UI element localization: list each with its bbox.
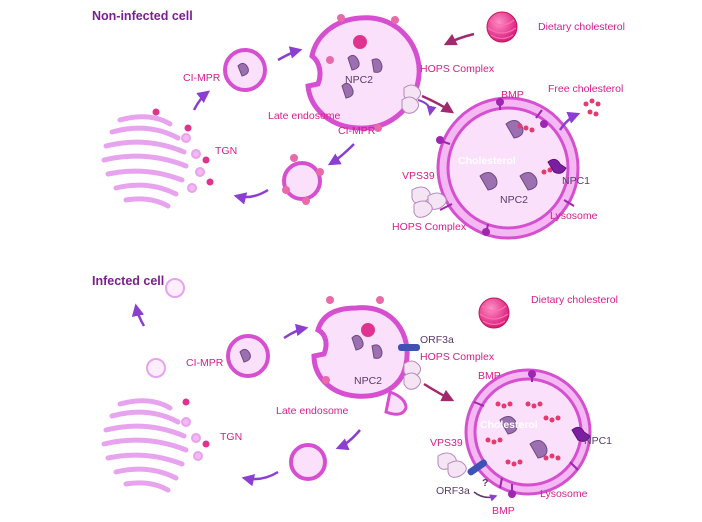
dietary-cholesterol-label-top: Dietary cholesterol	[538, 21, 625, 33]
question-mark-bottom: ?	[482, 477, 488, 489]
bmp-label-bottom-top: BMP	[478, 370, 501, 382]
top-panel-title: Non-infected cell	[92, 9, 193, 23]
tgn-label-top: TGN	[215, 145, 237, 157]
arrow-endosome-to-lysosome-top	[421, 94, 455, 114]
arrow-escape-bottom	[131, 303, 146, 327]
hops-complex-label-bottom: HOPS Complex	[420, 351, 495, 363]
late-endosome-label-bottom: Late endosome	[276, 405, 349, 417]
free-cholesterol-label-top: Free cholesterol	[548, 83, 623, 95]
dietary-cholesterol-label-bottom: Dietary cholesterol	[531, 294, 618, 306]
arrow-endosome-to-vesicle-bottom	[335, 429, 361, 451]
ci-mpr-label-vesicle-top: CI-MPR	[183, 72, 221, 84]
arrow-free-cholesterol-top	[558, 111, 581, 131]
late-endosome-label-top: Late endosome	[268, 110, 341, 122]
npc1-label-bottom: NPC1	[584, 435, 612, 447]
arrow-dietary-to-endosome-top	[443, 32, 475, 46]
cholesterol-label-top: Cholesterol	[458, 155, 516, 167]
return-vesicle-bottom	[289, 443, 327, 481]
arrow-vesicle-to-tgn-bottom	[241, 470, 279, 487]
orf3a-label-bottom: ORF3a	[436, 485, 470, 497]
hops-complex-shape-bottom	[403, 360, 422, 390]
arrow-tgn-to-vesicle-top	[192, 90, 210, 111]
late-endosome-top	[305, 14, 422, 132]
ci-mpr-label-endosome-top: CI-MPR	[338, 125, 376, 137]
arrow-vesicle-to-endosome-top	[277, 46, 303, 62]
npc2-label-endosome-bottom: NPC2	[354, 375, 382, 387]
arrow-vesicle-to-tgn-top	[233, 188, 269, 205]
tgn-bottom	[101, 398, 203, 493]
npc2-label-endosome-top: NPC2	[345, 74, 373, 86]
vps39-label-bottom: VPS39	[430, 437, 463, 449]
cholesterol-label-bottom: Cholesterol	[480, 419, 538, 431]
ci-mpr-vesicle-bottom	[226, 334, 270, 378]
npc2-label-lysosome-top: NPC2	[500, 194, 528, 206]
orf3a-label-endosome-bottom: ORF3a	[420, 334, 454, 346]
lysosome-bottom	[464, 368, 592, 498]
vps39-label-top: VPS39	[402, 170, 435, 182]
ci-mpr-label-vesicle-bottom: CI-MPR	[186, 357, 224, 369]
arrow-hops-top	[417, 99, 437, 116]
arrow-endosome-to-lysosome-bottom	[423, 382, 455, 402]
bmp-label-top: BMP	[501, 89, 524, 101]
free-cholesterol-molecules-top	[583, 98, 601, 117]
bmp-label-bottom: BMP	[492, 505, 515, 517]
vps39-hops-shape-top	[411, 186, 447, 218]
ci-mpr-vesicle-top	[223, 48, 267, 92]
hops-complex-label-top: HOPS Complex	[420, 63, 495, 75]
late-endosome-bottom	[311, 296, 410, 416]
lysosome-top	[436, 96, 580, 240]
orf3a-endosome-bottom	[398, 344, 420, 351]
tgn-label-bottom: TGN	[220, 431, 242, 443]
return-vesicle-top	[282, 154, 324, 205]
dietary-cholesterol-ball-top	[486, 11, 518, 43]
hops-complex-label-vps-top: HOPS Complex	[392, 221, 467, 233]
hops-complex-shape-top	[401, 84, 422, 114]
bottom-panel-title: Infected cell	[92, 274, 164, 288]
orf3a-lysosome-bottom	[467, 459, 488, 476]
npc1-label-top: NPC1	[562, 175, 590, 187]
lysosome-label-bottom: Lysosome	[540, 488, 588, 500]
vps39-hops-shape-bottom	[437, 452, 467, 478]
arrow-endosome-to-vesicle-top	[327, 143, 355, 166]
arrow-vesicle-to-endosome-bottom	[283, 323, 309, 340]
escaping-vesicles-bottom	[146, 278, 185, 378]
dietary-cholesterol-ball-bottom	[478, 297, 510, 329]
lysosome-label-top: Lysosome	[550, 210, 598, 222]
tgn-top	[101, 114, 205, 209]
arrow-question-bottom	[473, 491, 498, 502]
